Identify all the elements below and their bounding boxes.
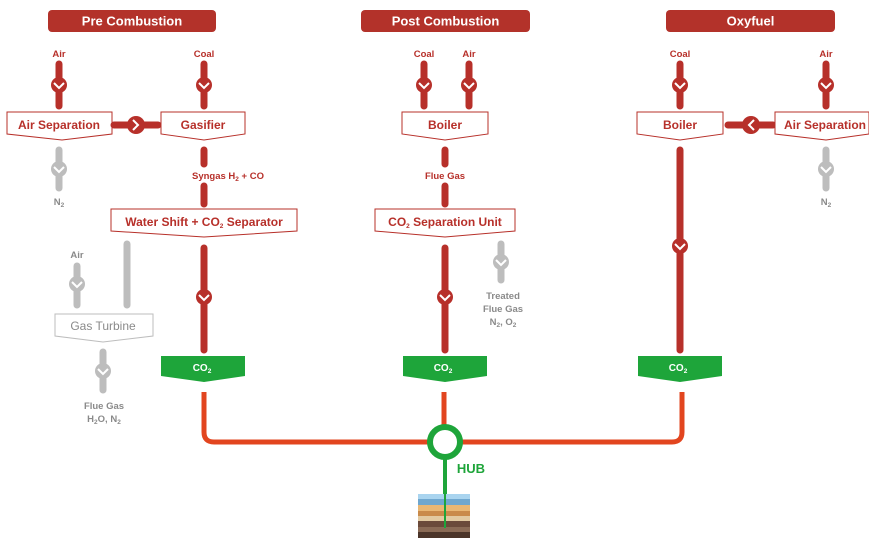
pre-flue-gas-label-2: H2O, N2	[87, 414, 121, 426]
pre-air-input-label: Air	[52, 49, 66, 60]
pre-gasifier-box: Gasifier	[160, 111, 246, 141]
oxy-boiler-box: Boiler	[636, 111, 724, 141]
section-title-oxy-label: Oxyfuel	[727, 14, 775, 29]
section-title-oxy: Oxyfuel	[666, 10, 835, 32]
post-coal-input-label: Coal	[414, 49, 435, 60]
pre-water-shift-box: Water Shift + CO2 Separator	[110, 208, 298, 238]
pre-gas-turbine-box: Gas Turbine	[54, 313, 154, 343]
chevron-down-icon	[69, 276, 85, 292]
chevron-down-icon	[672, 77, 688, 93]
pre-turbine-air-label: Air	[70, 250, 84, 261]
oxy-n2-output-label: N2	[821, 197, 832, 209]
chevron-down-icon	[672, 238, 688, 254]
chevron-down-icon	[493, 254, 509, 270]
chevron-left-icon	[742, 116, 760, 134]
post-air-input-label: Air	[462, 49, 476, 60]
post-separation-unit-box: CO2 Separation Unit	[374, 208, 516, 238]
section-title-post: Post Combustion	[361, 10, 530, 32]
oxy-air-separation-label: Air Separation	[784, 118, 866, 132]
oxy-air-input-label: Air	[819, 49, 833, 60]
pre-gas-turbine-label: Gas Turbine	[70, 319, 136, 333]
chevron-down-icon	[51, 161, 67, 177]
pre-flue-gas-label-1: Flue Gas	[84, 401, 124, 412]
section-title-pre-label: Pre Combustion	[82, 14, 182, 29]
chevron-down-icon	[196, 77, 212, 93]
oxy-co2-box: CO2	[638, 356, 722, 382]
pre-gasifier-label: Gasifier	[181, 118, 226, 132]
chevron-down-icon	[818, 77, 834, 93]
post-treated-label-3: N2, O2	[490, 317, 517, 329]
post-flue-gas-label: Flue Gas	[425, 171, 465, 182]
section-title-post-label: Post Combustion	[392, 14, 500, 29]
pre-water-shift-label: Water Shift + CO2 Separator	[125, 215, 283, 230]
chevron-down-icon	[51, 77, 67, 93]
hub-label: HUB	[457, 461, 485, 476]
post-treated-label-1: Treated	[486, 291, 520, 302]
pre-air-separation-label: Air Separation	[18, 118, 100, 132]
post-boiler-box: Boiler	[401, 111, 489, 141]
pre-syngas-label: Syngas H2 + CO	[192, 171, 264, 183]
chevron-down-icon	[461, 77, 477, 93]
chevron-down-icon	[416, 77, 432, 93]
post-treated-label-2: Flue Gas	[483, 304, 523, 315]
pre-n2-output-label: N2	[54, 197, 65, 209]
pre-coal-input-label: Coal	[194, 49, 215, 60]
hub-node	[427, 424, 463, 460]
chevron-down-icon	[95, 363, 111, 379]
chevron-down-icon	[437, 289, 453, 305]
chevron-down-icon	[818, 161, 834, 177]
post-co2-label: CO2	[434, 363, 453, 375]
oxy-coal-input-label: Coal	[670, 49, 691, 60]
pre-co2-box: CO2	[161, 356, 245, 382]
oxy-co2-label: CO2	[669, 363, 688, 375]
geological-storage-icon	[418, 494, 470, 538]
oxy-boiler-label: Boiler	[663, 118, 697, 132]
section-title-pre: Pre Combustion	[48, 10, 216, 32]
chevron-down-icon	[196, 289, 212, 305]
pre-co2-label: CO2	[193, 363, 212, 375]
post-boiler-label: Boiler	[428, 118, 462, 132]
oxy-air-separation-box: Air Separation	[774, 111, 869, 141]
pre-air-separation-box: Air Separation	[6, 111, 113, 141]
chevron-right-icon	[127, 116, 145, 134]
post-co2-box: CO2	[403, 356, 487, 382]
post-separation-unit-label: CO2 Separation Unit	[388, 215, 502, 230]
